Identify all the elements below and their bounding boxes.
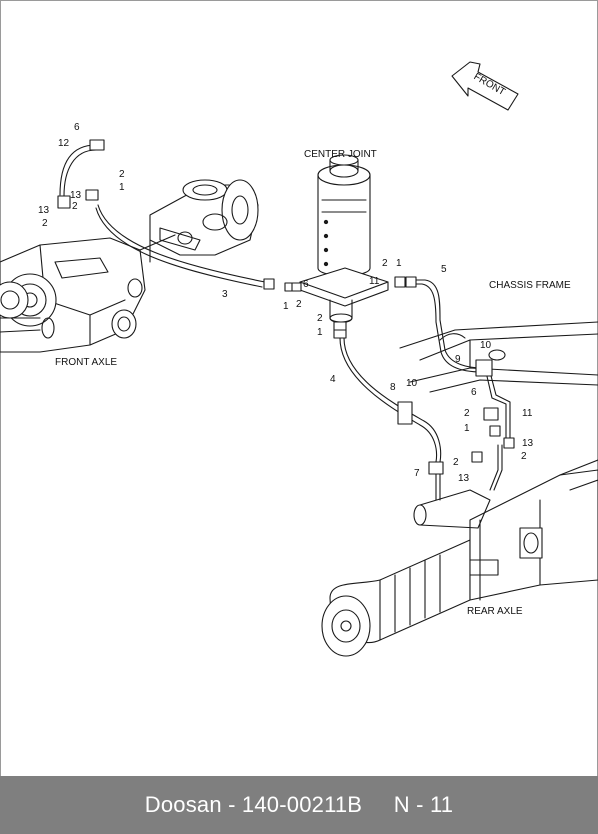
callout-number: 13 [38,205,50,216]
callout-number: 2 [42,218,48,229]
callout-number: 10 [480,340,492,351]
callout-number: 11 [369,276,380,287]
callout-number: 2 [453,457,459,468]
callout-number: 1 [317,327,323,338]
page-reference: N - 11 [393,792,454,817]
callout-number: 4 [330,374,336,385]
callout-number: 6 [471,387,477,398]
callout-number: 1 [464,423,470,434]
callout-number: 2 [464,408,470,419]
callout-number: 10 [406,378,418,389]
page-footer: Doosan - 140-00211B N - 11 [0,776,598,834]
callout-number: 6 [74,122,80,133]
callout-number: 11 [522,408,533,419]
hose-3 [97,204,266,283]
callout-number: 2 [72,201,78,212]
rear-axle [321,459,598,657]
callout-number: 2 [317,313,323,324]
front-arrow [451,61,519,111]
callout-number: 13 [458,473,470,484]
callout-number: 2 [296,299,302,310]
chassis-frame-label: CHASSIS FRAME [489,280,571,291]
hose-12 [59,144,97,196]
callout-number: 2 [382,258,388,269]
callout-number: 13 [522,438,534,449]
callout-number: 13 [70,190,82,201]
hose-4 [339,337,438,463]
front-axle-label: FRONT AXLE [55,357,117,368]
callout-number: 2 [521,451,527,462]
callout-number: 3 [222,289,228,300]
front-axle [0,179,259,353]
callout-number: 1 [119,182,125,193]
chassis-frame [399,321,598,393]
hydraulic-piping-diagram: CENTER JOINT FRONT AXLE REAR AXLE CHASSI… [0,61,598,657]
callout-number: 6 [303,279,309,290]
rear-axle-label: REAR AXLE [467,606,523,617]
callout-number: 12 [58,138,70,149]
part-number: Doosan - 140-00211B [144,792,363,817]
callout-number: 7 [414,468,420,479]
callout-number: 8 [390,382,396,393]
callout-number: 9 [455,354,461,365]
callout-number: 1 [283,301,289,312]
hose-5 [409,279,483,369]
callout-number: 2 [119,169,125,180]
callout-number: 1 [396,258,402,269]
callout-number: 5 [441,264,447,275]
tube-11 [489,371,511,446]
center-joint [299,154,389,324]
center-joint-label: CENTER JOINT [304,149,377,160]
